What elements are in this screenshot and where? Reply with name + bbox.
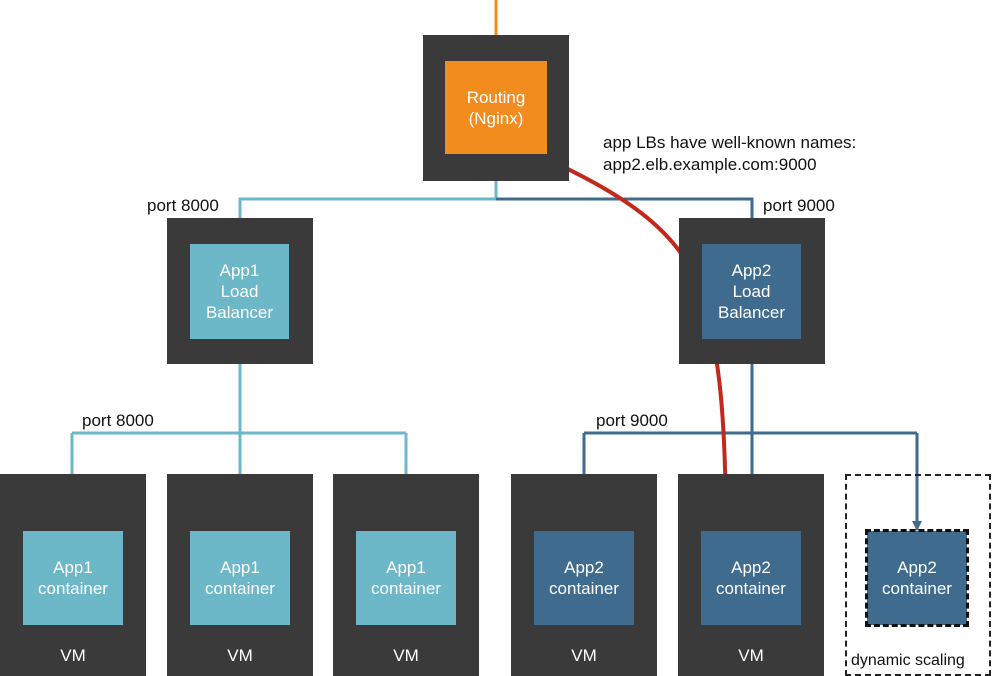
dynamic-container-label: App2 container	[882, 558, 952, 598]
dynamic-scaling-region	[845, 474, 991, 676]
app1-load-balancer: App1 Load Balancer	[190, 244, 289, 339]
vm-4-container: App2 container	[534, 531, 634, 625]
vm-2-container: App1 container	[190, 531, 290, 625]
vm-2-container-label: App1 container	[205, 558, 275, 598]
router-label: Routing (Nginx)	[466, 87, 526, 128]
router-box: Routing (Nginx)	[445, 61, 547, 154]
dynamic-container: App2 container	[865, 529, 969, 627]
app1-lb-label: App1 Load Balancer	[205, 261, 274, 322]
vm-4-label: VM	[571, 646, 597, 665]
vm-5-container-label: App2 container	[716, 558, 786, 598]
vm-1-container: App1 container	[23, 531, 123, 625]
port-label-app2-containers: port 9000	[596, 411, 668, 430]
vm-3-container: App1 container	[356, 531, 456, 625]
port-label-app1-lb: port 8000	[147, 196, 219, 215]
vm-3-label: VM	[393, 646, 419, 665]
vm-4-container-label: App2 container	[549, 558, 619, 598]
vm-3-container-label: App1 container	[371, 558, 441, 598]
note-line-1: app LBs have well-known names:	[603, 133, 857, 152]
lb-naming-note: app LBs have well-known names: app2.elb.…	[603, 132, 856, 176]
port-label-app1-containers: port 8000	[82, 411, 154, 430]
vm-5-container: App2 container	[701, 531, 801, 625]
vm-5-label: VM	[738, 646, 764, 665]
vm-2-label: VM	[227, 646, 253, 665]
dynamic-scaling-label: dynamic scaling	[851, 652, 965, 669]
note-line-2: app2.elb.example.com:9000	[603, 155, 817, 174]
vm-1-container-label: App1 container	[38, 558, 108, 598]
app2-lb-label: App2 Load Balancer	[717, 261, 786, 322]
app2-load-balancer: App2 Load Balancer	[702, 244, 801, 339]
port-label-app2-lb: port 9000	[763, 196, 835, 215]
vm-1-label: VM	[60, 646, 86, 665]
